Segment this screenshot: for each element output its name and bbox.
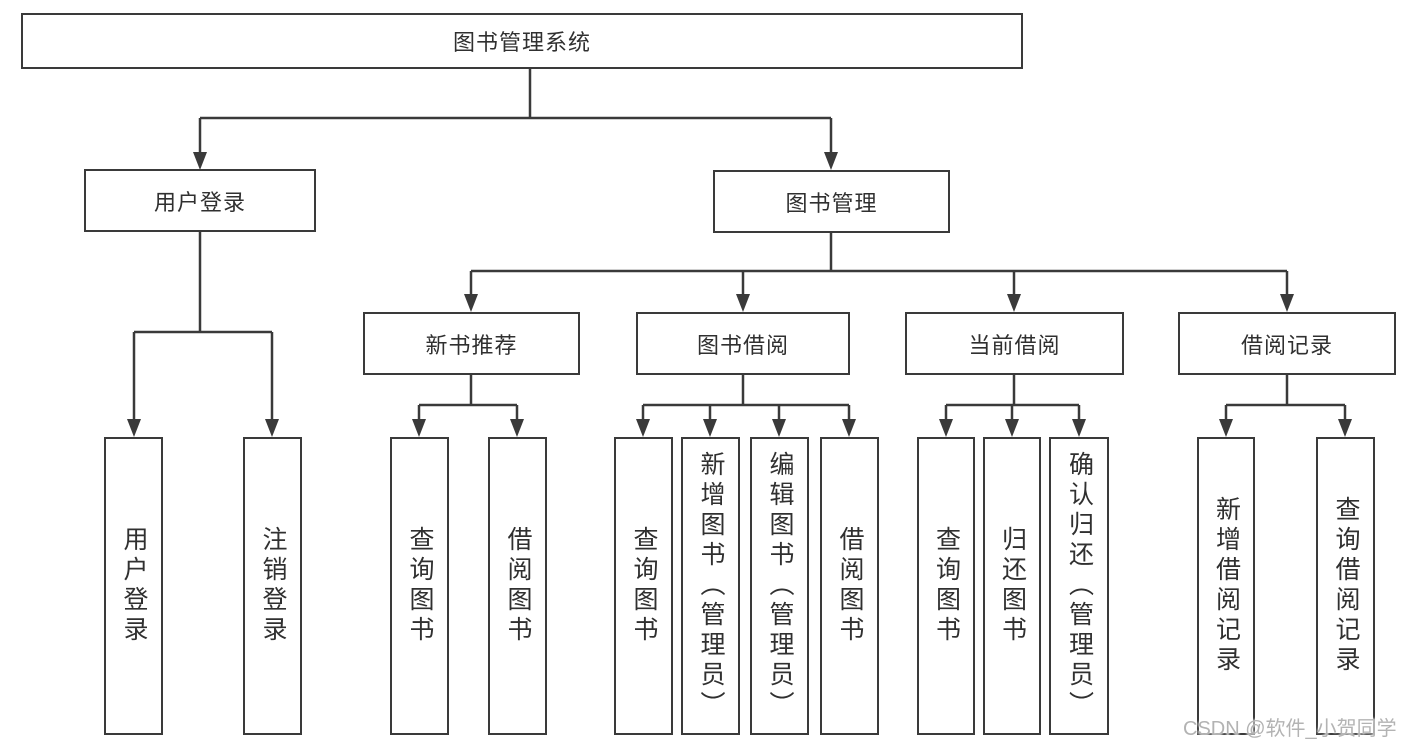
leaf-current-confirm-return-admin: 确认归还（管理员） [1049,437,1109,735]
leaf-current-return-book: 归还图书 [983,437,1041,735]
leaf-label: 新增图书（管理员） [697,451,725,721]
leaf-recommend-query-book: 查询图书 [390,437,449,735]
node-label: 当前借阅 [968,332,1061,358]
leaf-label: 编辑图书（管理员） [766,451,794,721]
leaf-label: 归还图书 [998,526,1027,646]
leaf-label: 注销登录 [259,526,287,646]
leaf-label: 查询图书 [932,526,961,646]
connector-path [132,69,1347,421]
leaf-borrow-borrow-book: 借阅图书 [820,437,879,735]
leaf-user-login: 用户登录 [104,437,163,735]
node-new-book-recommend: 新书推荐 [363,312,580,375]
leaf-record-query-record: 查询借阅记录 [1316,437,1375,735]
node-label: 用户登录 [153,189,246,215]
node-label: 图书管理系统 [452,30,591,55]
node-label: 图书借阅 [696,332,789,358]
leaf-record-add-record: 新增借阅记录 [1197,437,1255,735]
leaf-label: 确认归还（管理员） [1065,451,1094,721]
node-borrow-record: 借阅记录 [1178,312,1396,375]
node-book-borrow: 图书借阅 [636,312,850,375]
node-library-management-system: 图书管理系统 [21,13,1023,69]
leaf-label: 借阅图书 [504,526,532,646]
leaf-borrow-add-book-admin: 新增图书（管理员） [681,437,740,735]
leaf-recommend-borrow-book: 借阅图书 [488,437,547,735]
node-label: 借阅记录 [1240,332,1333,358]
leaf-label: 查询图书 [630,526,658,646]
node-label: 图书管理 [785,190,878,216]
leaf-label: 借阅图书 [836,526,864,646]
leaf-label: 查询借阅记录 [1332,496,1360,676]
node-book-management: 图书管理 [713,170,950,233]
leaf-label: 用户登录 [120,526,148,646]
leaf-label: 新增借阅记录 [1212,496,1241,676]
node-current-borrow: 当前借阅 [905,312,1124,375]
node-user-login: 用户登录 [84,169,316,232]
arrowheads [127,152,1352,437]
leaf-borrow-query-book: 查询图书 [614,437,673,735]
leaf-logout: 注销登录 [243,437,302,735]
node-label: 新书推荐 [425,332,518,358]
csdn-watermark: CSDN @软件_小贺同学 [1183,718,1397,740]
leaf-current-query-book: 查询图书 [917,437,975,735]
leaf-label: 查询图书 [406,526,434,646]
leaf-borrow-edit-book-admin: 编辑图书（管理员） [750,437,809,735]
